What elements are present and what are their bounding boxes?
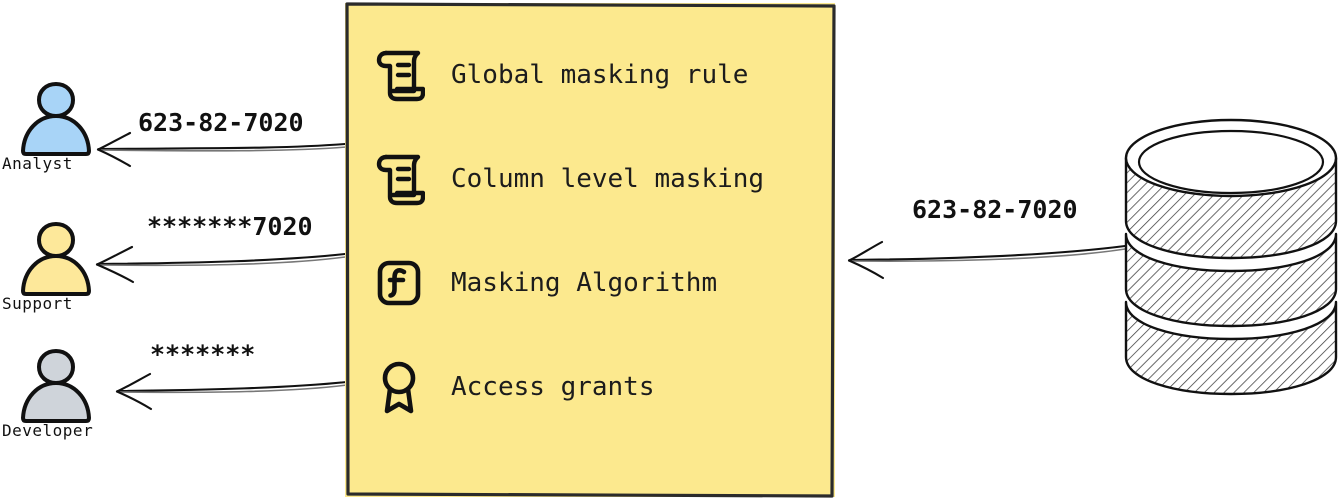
flow-value-developer: *******	[150, 340, 256, 369]
arrow-panel-to-developer	[115, 372, 349, 411]
function-icon	[377, 260, 421, 306]
persona-label: Developer	[2, 421, 94, 440]
scroll-icon	[376, 154, 425, 206]
persona-label: Analyst	[2, 154, 73, 173]
arrow-panel-to-support	[95, 245, 347, 284]
policy-panel: Global masking rule Column level masking	[345, 2, 836, 498]
persona-developer: Developer	[0, 345, 116, 440]
flow-value-database: 623-82-7020	[912, 195, 1078, 224]
persona-analyst: Analyst	[0, 78, 116, 173]
policy-item-label: Access grants	[451, 372, 655, 402]
policy-item-masking-algorithm[interactable]: Masking Algorithm	[373, 255, 835, 311]
award-icon	[382, 361, 416, 414]
persona-label: Support	[2, 294, 73, 313]
policy-item-global-masking-rule[interactable]: Global masking rule	[373, 47, 835, 103]
policy-item-list: Global masking rule Column level masking	[345, 3, 835, 415]
user-icon	[21, 349, 91, 423]
user-icon	[21, 222, 91, 296]
flow-value-analyst: 623-82-7020	[138, 108, 304, 137]
policy-item-label: Global masking rule	[451, 60, 749, 90]
user-icon	[21, 82, 91, 156]
policy-item-label: Masking Algorithm	[451, 268, 718, 298]
policy-item-label: Column level masking	[451, 164, 765, 194]
database-cylinder-icon	[1124, 118, 1338, 396]
flow-value-support: *******7020	[147, 212, 313, 241]
arrow-panel-to-analyst	[96, 131, 347, 168]
arrow-database-to-panel	[847, 240, 1127, 280]
policy-item-column-level-masking[interactable]: Column level masking	[373, 151, 835, 207]
policy-item-access-grants[interactable]: Access grants	[373, 359, 835, 415]
scroll-icon	[376, 50, 425, 102]
persona-support: Support	[0, 218, 116, 313]
